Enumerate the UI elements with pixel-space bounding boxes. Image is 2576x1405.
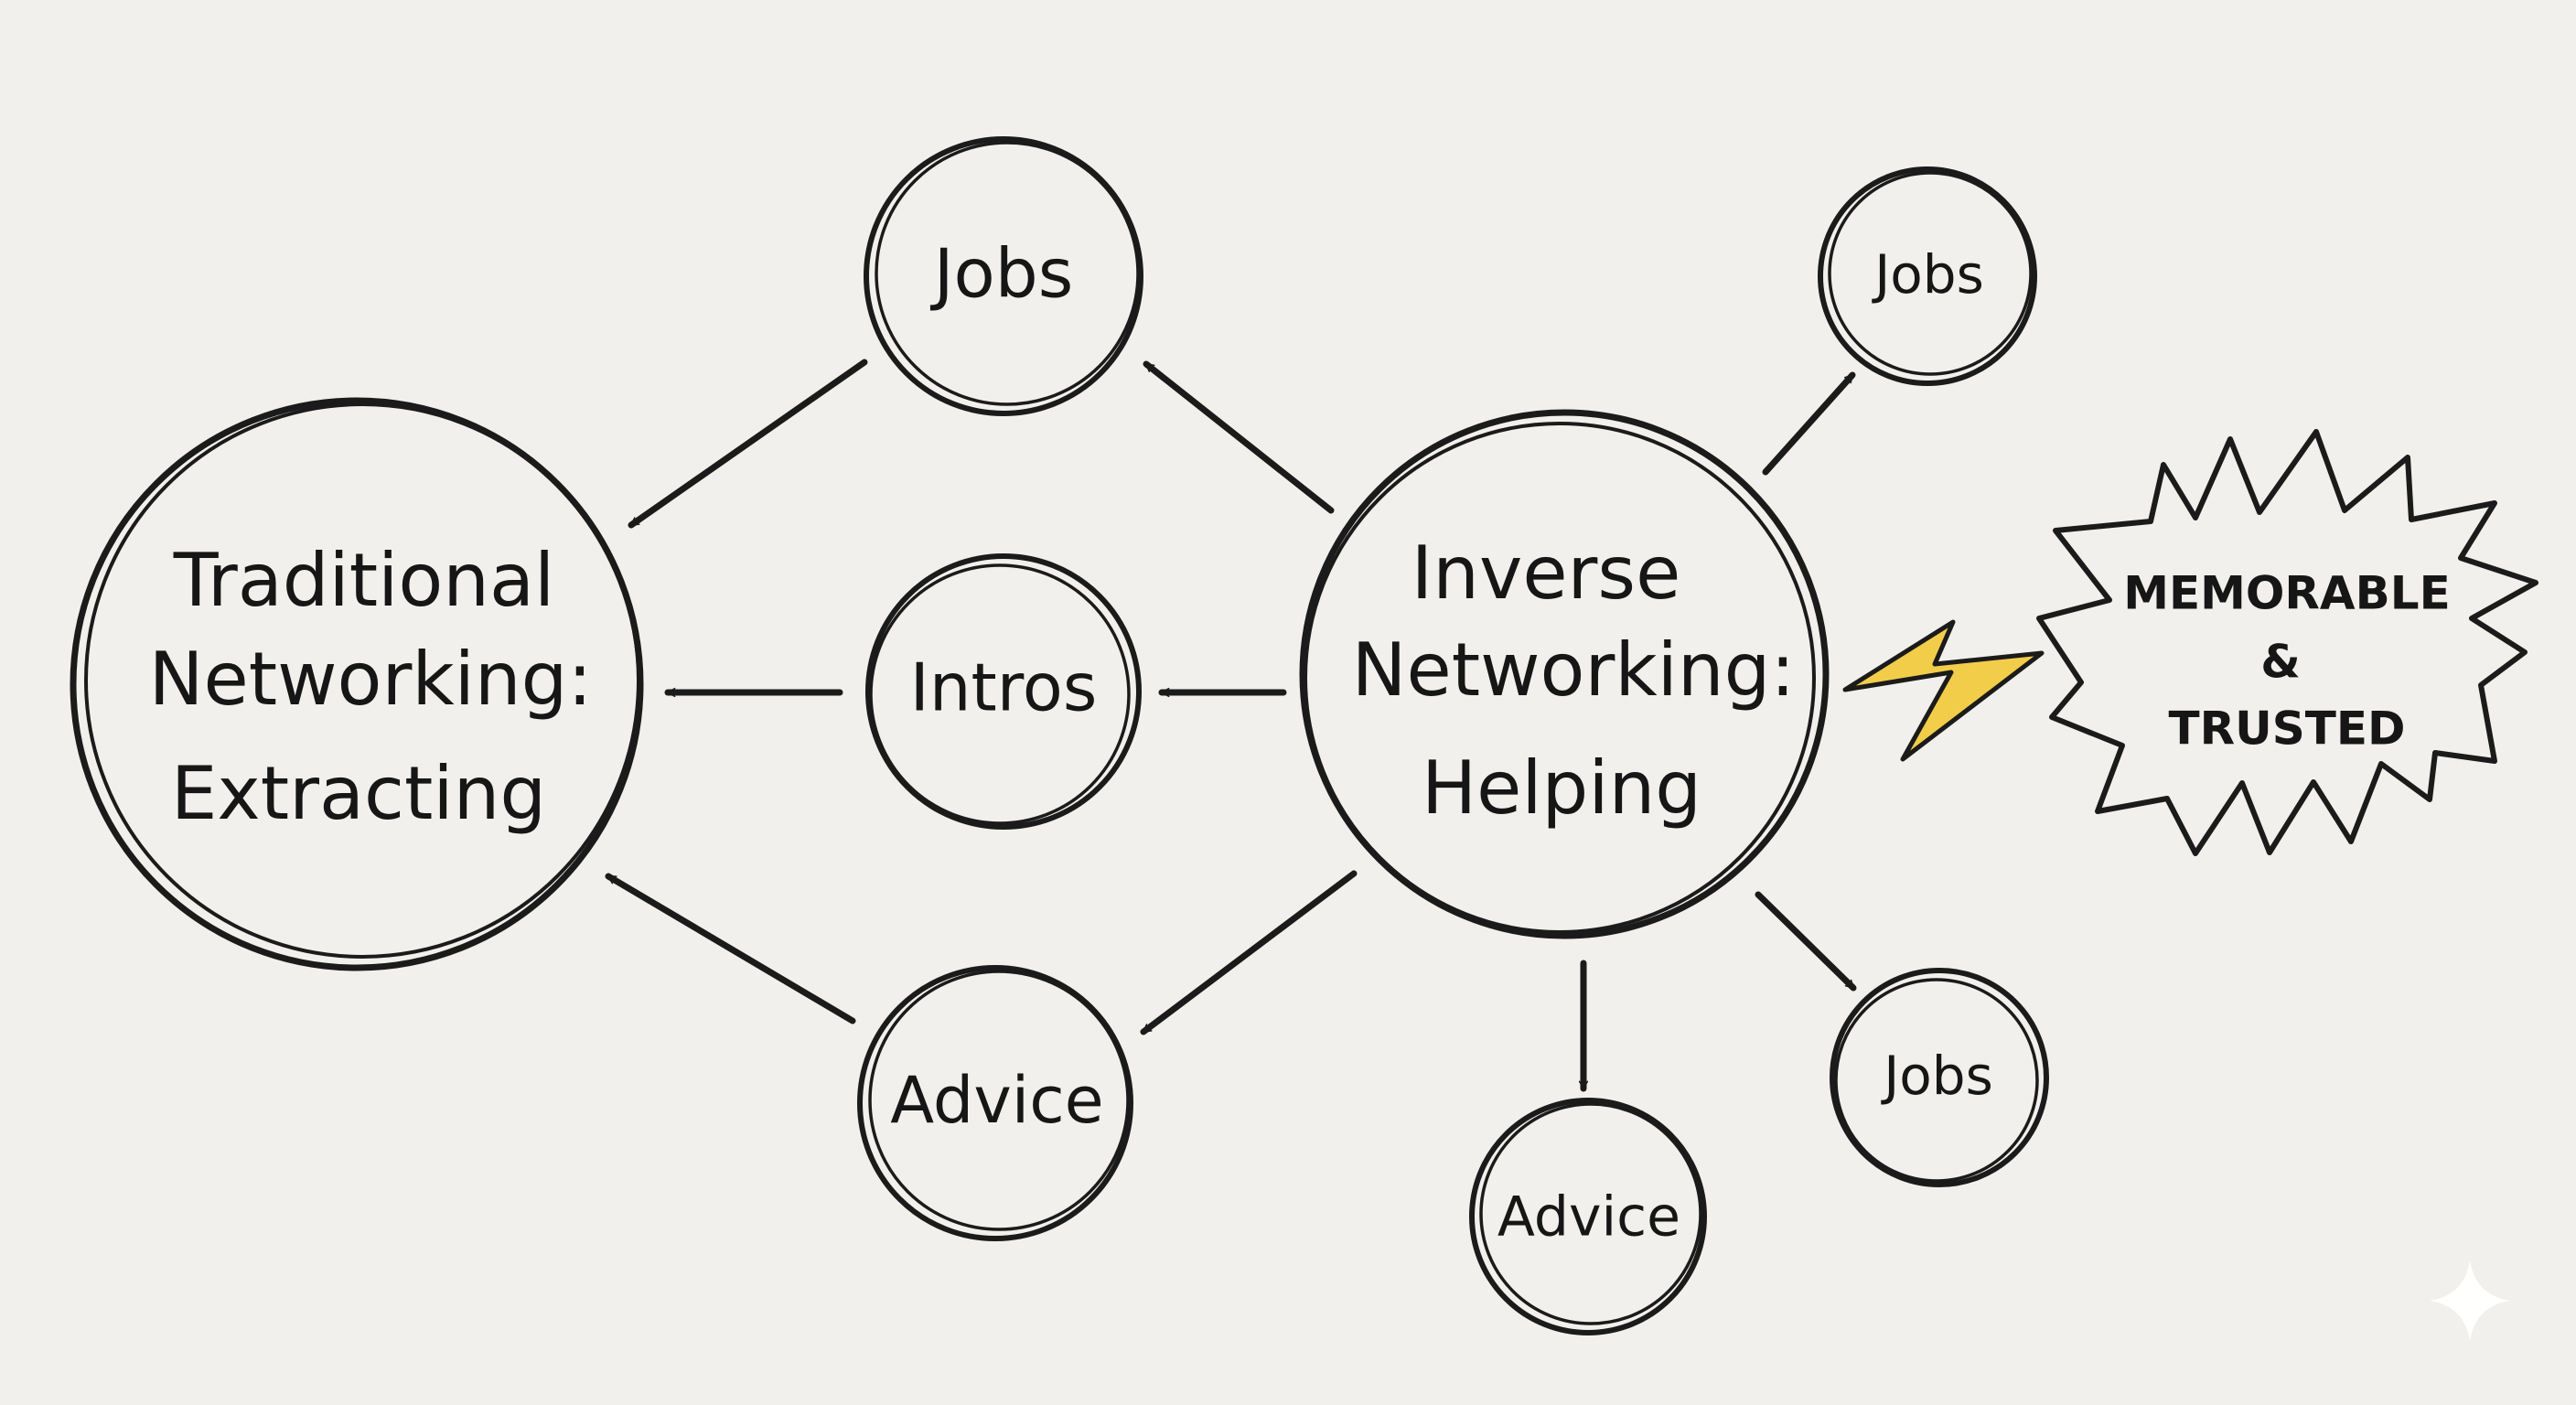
inverse-line-2: Networking:: [1352, 627, 1796, 713]
jobs-node-label: Jobs: [930, 235, 1074, 314]
traditional-line-1: Traditional: [173, 538, 555, 623]
inverse-line-3: Helping: [1422, 745, 1701, 831]
jobs-top-node-circle: [1818, 166, 2037, 386]
arrow-inverse-to-jobs-top: [1762, 371, 1856, 476]
inverse-networking-circle: [1299, 409, 1830, 939]
arrow-advice-to-traditional: [605, 873, 856, 1024]
jobs-top-node-label: Jobs: [1872, 243, 1984, 306]
arrow-inverse-to-jobs: [1143, 360, 1335, 514]
lightning-bolt-icon: [1842, 619, 2045, 762]
advice-node-label: Advice: [890, 1063, 1104, 1138]
traditional-line-3: Extracting: [171, 751, 546, 836]
traditional-line-2: Networking:: [149, 637, 593, 722]
starburst-badge: [2036, 429, 2538, 856]
traditional-networking-circle: [70, 397, 644, 971]
jobs-bottom-node-label: Jobs: [1881, 1045, 1993, 1107]
starburst-line-1: MEMORABLE: [2123, 567, 2451, 620]
intros-node-circle: [865, 553, 1142, 830]
advice-right-node-label: Advice: [1497, 1185, 1680, 1249]
inverse-line-1: Inverse: [1411, 531, 1681, 616]
starburst-line-3: TRUSTED: [2169, 702, 2406, 756]
inverse-networking-label: Inverse Networking: Helping: [1352, 531, 1796, 831]
intros-node-label: Intros: [910, 649, 1098, 726]
arrow-jobs-to-traditional: [628, 359, 868, 529]
jobs-bottom-node-circle: [1830, 968, 2049, 1187]
jobs-node-circle: [864, 136, 1143, 416]
advice-node-circle: [857, 965, 1133, 1241]
starburst-line-2: &: [2260, 636, 2301, 689]
arrow-inverse-to-jobs-bottom: [1755, 891, 1857, 992]
advice-right-node-circle: [1469, 1098, 1707, 1335]
arrows: [605, 359, 1857, 1092]
sparkle-icon: [2430, 1260, 2510, 1341]
traditional-networking-label: Traditional Networking: Extracting: [149, 538, 593, 836]
starburst-label: MEMORABLE & TRUSTED: [2123, 567, 2451, 756]
arrow-inverse-to-advice: [1140, 870, 1358, 1035]
